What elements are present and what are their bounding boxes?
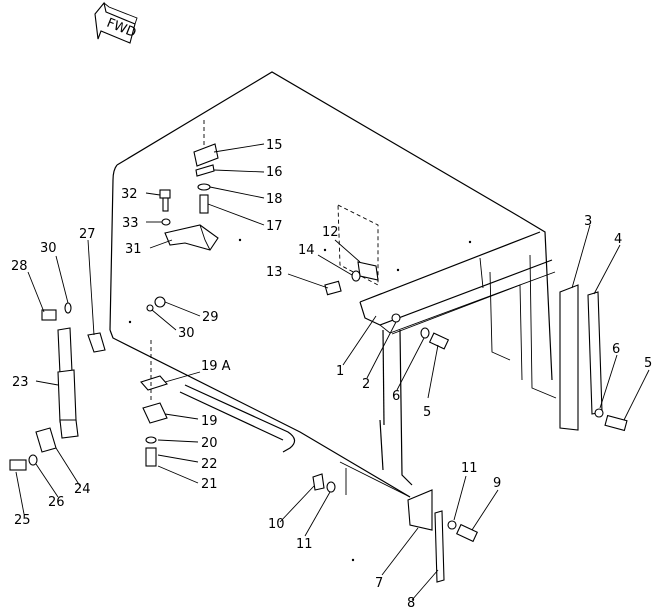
callout-10: 10: [268, 517, 285, 532]
bolt-stack-lower: [142, 340, 168, 467]
callout-27: 27: [79, 227, 96, 242]
callout-33: 33: [122, 216, 139, 231]
bolt-13: [324, 270, 361, 296]
callout-22: 22: [201, 457, 218, 472]
callouts: 15 16 18 32 17 33 31 27 30 28 29 30 12 1…: [11, 138, 652, 611]
detail-dots: [128, 238, 472, 562]
latch-assembly: [41, 302, 106, 353]
callout-6-center: 6: [392, 389, 400, 404]
lower-bracket: [9, 427, 57, 471]
callout-23: 23: [12, 375, 29, 390]
lower-plates: [312, 473, 479, 583]
callout-26: 26: [48, 495, 65, 510]
leader-lines: [15, 143, 650, 601]
callout-5-center: 5: [423, 405, 431, 420]
callout-6-right: 6: [612, 342, 620, 357]
callout-28: 28: [11, 259, 28, 274]
callout-5-right: 5: [644, 356, 652, 371]
callout-16: 16: [266, 165, 283, 180]
fwd-arrow-icon: FWD: [94, 1, 138, 44]
callout-8: 8: [407, 596, 415, 610]
callout-29: 29: [202, 310, 219, 325]
callout-17: 17: [266, 219, 283, 234]
callout-7: 7: [375, 576, 383, 591]
handrail: [140, 375, 296, 453]
callout-31: 31: [125, 242, 142, 257]
bolt-stack-upper: [193, 120, 219, 214]
callout-24: 24: [74, 482, 91, 497]
callout-30-left: 30: [40, 241, 57, 256]
bracket: [164, 224, 219, 251]
bolt-32: [159, 189, 171, 226]
callout-14: 14: [298, 243, 315, 258]
bolt-5-6: [391, 313, 450, 350]
callout-1: 1: [336, 364, 344, 379]
gas-spring: [57, 327, 79, 439]
callout-11-left: 11: [296, 537, 313, 552]
callout-15: 15: [266, 138, 283, 153]
callout-9: 9: [493, 476, 501, 491]
canopy-panel: [109, 71, 557, 498]
bolt-29: [146, 296, 166, 312]
cover-plate: [337, 204, 379, 286]
callout-12: 12: [322, 225, 339, 240]
callout-13: 13: [266, 265, 283, 280]
side-plates: [559, 284, 628, 432]
callout-30-right: 30: [178, 326, 195, 341]
callout-21: 21: [201, 477, 218, 492]
callout-2: 2: [362, 377, 370, 392]
callout-25: 25: [14, 513, 31, 528]
callout-3: 3: [584, 214, 592, 229]
callout-11-right: 11: [461, 461, 478, 476]
callout-18: 18: [266, 192, 283, 207]
callout-20: 20: [201, 436, 218, 451]
callout-19a: 19 A: [201, 359, 231, 374]
callout-4: 4: [614, 232, 622, 247]
callout-32: 32: [121, 187, 138, 202]
callout-19: 19: [201, 414, 218, 429]
